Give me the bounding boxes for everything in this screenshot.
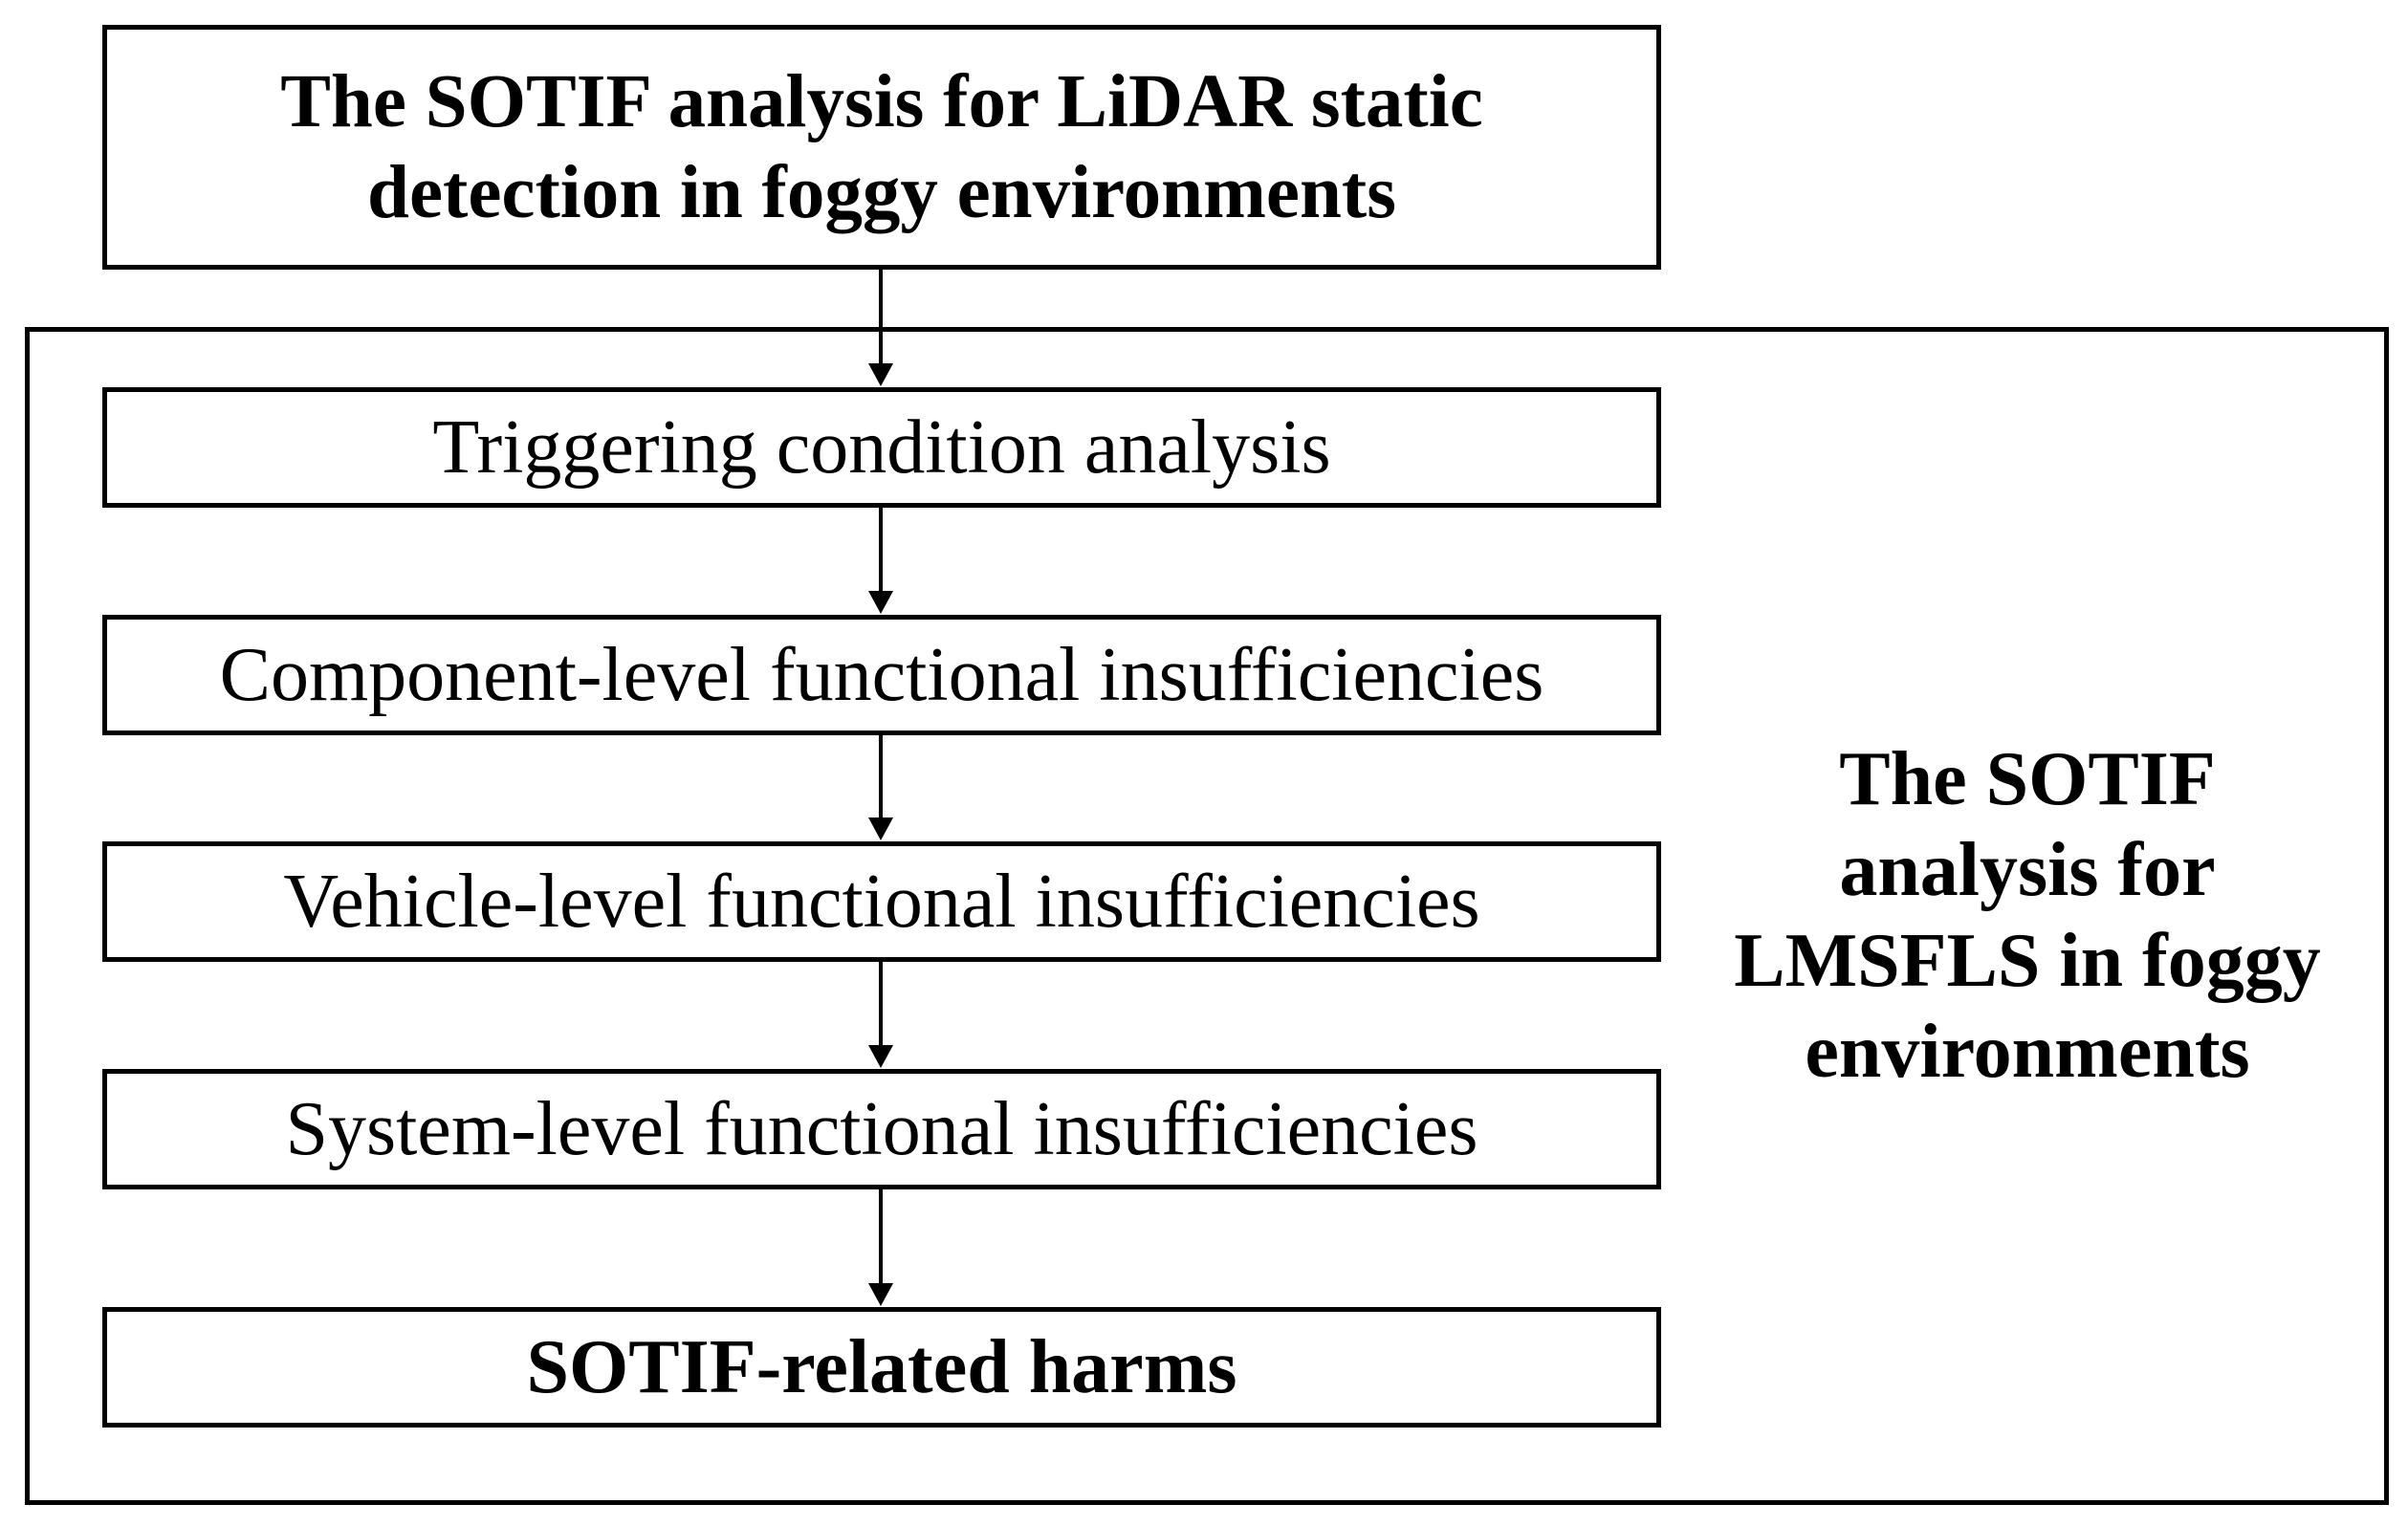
component-level-label: Component-level functional insufficienci… (219, 632, 1544, 717)
component-level-box: Component-level functional insufficienci… (102, 615, 1661, 735)
arrowhead-to-vehicle (868, 818, 893, 840)
vehicle-level-box: Vehicle-level functional insufficiencies (102, 841, 1661, 962)
sotif-harms-label: SOTIF-related harms (526, 1324, 1237, 1409)
lidar-analysis-title-line-2: detection in foggy environments (367, 151, 1396, 234)
lmsfls-label-line-2: analysis for (1839, 828, 2216, 912)
lmsfls-analysis-frame (25, 327, 2389, 1505)
lmsfls-label-line-3: LMSFLS in foggy (1734, 919, 2321, 1003)
lmsfls-label-line-1: The SOTIF (1839, 737, 2216, 821)
arrowhead-to-triggering (868, 363, 893, 386)
triggering-condition-label: Triggering condition analysis (432, 404, 1331, 490)
lidar-analysis-title-line-1: The SOTIF analysis for LiDAR static (280, 60, 1483, 143)
system-level-label: System-level functional insufficiencies (285, 1086, 1478, 1171)
vehicle-level-label: Vehicle-level functional insufficiencies (283, 859, 1480, 944)
arrowhead-to-harms (868, 1283, 893, 1306)
sotif-harms-box: SOTIF-related harms (102, 1307, 1661, 1428)
system-level-box: System-level functional insufficiencies (102, 1069, 1661, 1189)
lmsfls-label-line-4: environments (1805, 1010, 2250, 1094)
lmsfls-analysis-label: The SOTIF analysis for LMSFLS in foggy e… (1683, 734, 2372, 1098)
arrowhead-to-system (868, 1045, 893, 1068)
triggering-condition-box: Triggering condition analysis (102, 387, 1661, 508)
arrowhead-to-component (868, 591, 893, 614)
lidar-analysis-box: The SOTIF analysis for LiDAR static dete… (102, 25, 1661, 270)
